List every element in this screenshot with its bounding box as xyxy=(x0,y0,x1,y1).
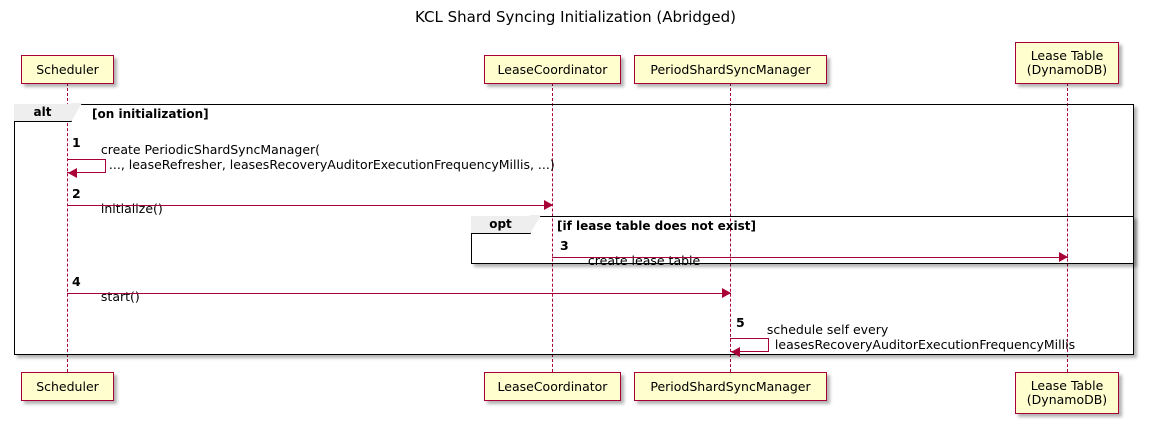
lifeline-lease-table xyxy=(1067,83,1068,372)
message-3-seq: 3 xyxy=(560,238,569,253)
message-1-arrowhead xyxy=(68,168,77,178)
participant-label: Scheduler xyxy=(36,61,99,77)
participant-scheduler-top[interactable]: Scheduler xyxy=(21,55,114,84)
lifeline-lease-coordinator xyxy=(552,83,553,372)
fragment-opt-guard: [if lease table does not exist] xyxy=(557,219,757,233)
message-1-label-line2: ..., leaseRefresher, leasesRecoveryAudit… xyxy=(108,157,555,172)
participant-label: LeaseCoordinator xyxy=(497,378,608,394)
message-2-seq: 2 xyxy=(72,186,81,201)
fragment-opt xyxy=(471,216,1134,264)
participant-lease-table-bottom[interactable]: Lease Table (DynamoDB) xyxy=(1015,372,1119,414)
participant-label: Scheduler xyxy=(36,378,99,394)
participant-label-line1: Lease Table xyxy=(1030,378,1104,393)
message-2-arrowhead xyxy=(544,200,553,210)
participant-label: PeriodShardSyncManager xyxy=(650,378,811,394)
fragment-alt-guard: [on initialization] xyxy=(92,107,209,121)
message-2-label: initialize() xyxy=(100,201,163,216)
message-5-seq: 5 xyxy=(736,315,745,330)
message-5-label-line2: leasesRecoveryAuditorExecutionFrequencyM… xyxy=(774,337,1076,352)
message-1-seq: 1 xyxy=(72,135,81,150)
participant-lease-coordinator-top[interactable]: LeaseCoordinator xyxy=(484,55,621,84)
participant-period-shard-sync-manager-top[interactable]: PeriodShardSyncManager xyxy=(634,55,827,84)
participant-label-line2: (DynamoDB) xyxy=(1026,62,1108,77)
message-3-line xyxy=(552,257,1068,258)
fragment-opt-keyword: opt xyxy=(489,217,512,231)
participant-label-line1: Lease Table xyxy=(1030,48,1104,63)
message-4-label: start() xyxy=(100,289,140,304)
message-2-line xyxy=(67,205,553,206)
fragment-alt-tab: alt xyxy=(14,102,82,122)
message-1-label-line1: create PeriodicShardSyncManager( xyxy=(100,142,321,157)
lifeline-period-shard-sync-manager xyxy=(730,83,731,372)
message-3-label: create lease table xyxy=(587,253,701,268)
message-4-arrowhead xyxy=(722,288,731,298)
message-4-seq: 4 xyxy=(72,274,81,289)
message-1-self-loop xyxy=(67,159,106,173)
participant-label: LeaseCoordinator xyxy=(497,61,608,77)
participant-lease-table-top[interactable]: Lease Table (DynamoDB) xyxy=(1015,42,1119,84)
message-5-self-loop xyxy=(730,338,769,352)
message-5-label-line1: schedule self every xyxy=(766,322,889,337)
diagram-title: KCL Shard Syncing Initialization (Abridg… xyxy=(415,8,736,26)
message-5-arrowhead xyxy=(731,347,740,357)
participant-lease-coordinator-bottom[interactable]: LeaseCoordinator xyxy=(484,372,621,401)
fragment-opt-tab: opt xyxy=(471,214,541,234)
lifeline-scheduler xyxy=(67,83,68,372)
message-4-line xyxy=(67,293,731,294)
message-3-arrowhead xyxy=(1059,252,1068,262)
participant-period-shard-sync-manager-bottom[interactable]: PeriodShardSyncManager xyxy=(634,372,827,401)
participant-label-line2: (DynamoDB) xyxy=(1026,392,1108,407)
participant-scheduler-bottom[interactable]: Scheduler xyxy=(21,372,114,401)
fragment-alt-keyword: alt xyxy=(33,105,52,119)
participant-label: PeriodShardSyncManager xyxy=(650,61,811,77)
